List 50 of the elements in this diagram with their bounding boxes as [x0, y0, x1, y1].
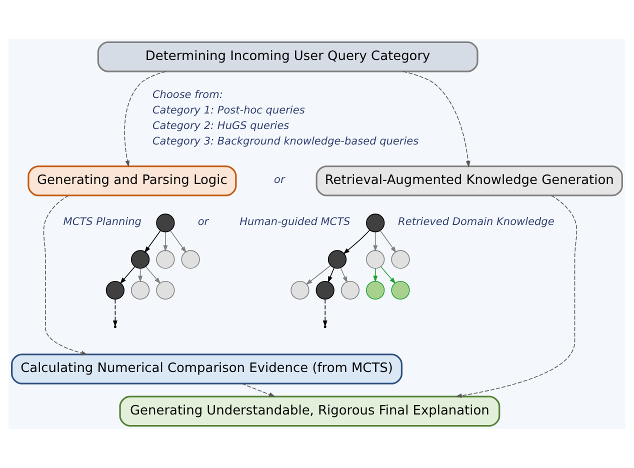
arrow — [145, 266, 161, 284]
node-box: Determining Incoming User Query Category — [97, 41, 478, 72]
node-circle — [130, 280, 150, 300]
node-box: Generating Understandable, Rigorous Final Explanation — [119, 396, 500, 427]
node-circle — [328, 250, 347, 269]
arrow — [242, 383, 276, 397]
node-circle — [391, 280, 410, 300]
node-box: Calculating Numerical Comparison Evidence (from MCTS) — [11, 354, 402, 384]
arrow — [43, 195, 88, 356]
arrow — [340, 268, 348, 284]
node-circle — [290, 280, 310, 300]
arrow — [144, 230, 161, 253]
arrow — [380, 230, 396, 253]
node-box: Generating and Parsing Logic — [28, 165, 237, 196]
arrow — [124, 71, 166, 168]
arrow — [373, 268, 378, 282]
arrow — [455, 195, 578, 398]
node-circle — [156, 214, 175, 232]
label: Category 2: HuGS queries — [152, 120, 290, 132]
arrow — [170, 230, 186, 253]
node-circle — [156, 280, 175, 300]
node-circle — [316, 280, 334, 300]
label: Retrieved Domain Knowledge — [398, 216, 554, 228]
label: Choose from: — [152, 89, 223, 102]
label: MCTS Planning — [63, 216, 142, 228]
label: Category 3: Background knowledge-based queries — [152, 135, 419, 148]
arrow — [112, 299, 118, 328]
label: Category 1: Post-hoc queries — [152, 104, 305, 116]
arrow — [328, 268, 334, 283]
arrow — [373, 232, 378, 252]
node-circle — [156, 250, 175, 269]
node-circle — [130, 250, 150, 269]
arrow — [120, 266, 136, 284]
node-circle — [181, 250, 200, 269]
arrow — [402, 71, 470, 168]
node-circle — [106, 280, 124, 300]
label: or — [274, 174, 285, 186]
node-circle — [391, 250, 410, 269]
arrow — [380, 266, 396, 284]
arrow — [322, 299, 328, 328]
node-circle — [366, 280, 385, 300]
node-circle — [340, 280, 360, 300]
arrow — [306, 265, 331, 285]
node-circle — [366, 214, 385, 232]
node-box: Retrieval-Augmented Knowledge Generation — [316, 165, 623, 196]
label: Human-guided MCTS — [240, 216, 350, 228]
arrow — [343, 230, 370, 254]
label: or — [198, 216, 209, 228]
node-circle — [366, 250, 385, 269]
arrow — [163, 232, 168, 252]
